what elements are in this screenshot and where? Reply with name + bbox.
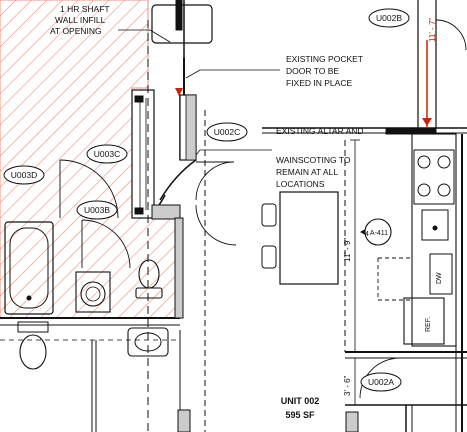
dimension-top-right: 11' - 7" bbox=[428, 18, 437, 42]
door-tag-u002b: U002B bbox=[376, 13, 402, 23]
section-marker-ref: A-411 bbox=[370, 230, 388, 237]
toilet bbox=[135, 259, 163, 299]
door-tag-u002c: U002C bbox=[214, 127, 240, 137]
door-swing-top-right bbox=[435, 19, 467, 51]
room-label-area: 595 SF bbox=[285, 410, 315, 420]
note-altar-2: WAINSCOTING TO bbox=[276, 155, 351, 165]
dimension-mid: 11' - 9" bbox=[343, 238, 352, 262]
bathtub bbox=[4, 221, 54, 315]
door-tag-shapes bbox=[3, 8, 410, 392]
note-shaft-3: AT OPENING bbox=[50, 26, 102, 36]
appliance-dw: DW bbox=[436, 272, 443, 284]
sink-round bbox=[75, 271, 111, 313]
note-pocket-2: DOOR TO BE bbox=[286, 66, 339, 76]
door-tag-u003d: U003D bbox=[11, 170, 37, 180]
note-pocket-1: EXISTING POCKET bbox=[286, 54, 363, 64]
note-shaft-1: 1 HR SHAFT bbox=[60, 4, 110, 14]
leader-lines bbox=[118, 29, 280, 156]
door-swing-u002a bbox=[359, 357, 401, 399]
lower-left-fixtures bbox=[17, 321, 169, 370]
note-altar-4: LOCATIONS bbox=[276, 179, 325, 189]
appliance-ref: REF. bbox=[425, 317, 432, 332]
section-marker-num: 4 bbox=[365, 231, 369, 238]
dining-table bbox=[261, 191, 339, 285]
door-swing-bath bbox=[59, 159, 131, 269]
note-shaft-2: WALL INFILL bbox=[55, 15, 106, 25]
dimension-lines bbox=[350, 139, 360, 406]
door-tag-u003b: U003B bbox=[84, 205, 110, 215]
note-altar-1: EXISTING ALTAR AND bbox=[276, 126, 364, 136]
section-marker bbox=[360, 218, 392, 246]
kitchen-counter bbox=[377, 133, 457, 347]
door-tag-u003c: U003C bbox=[94, 149, 120, 159]
red-markup-line bbox=[175, 40, 432, 128]
door-tag-u002a: U002A bbox=[368, 377, 394, 387]
note-altar-3: REMAIN AT ALL bbox=[276, 167, 338, 177]
door-swing-u002c bbox=[195, 161, 237, 246]
note-pocket-3: FIXED IN PLACE bbox=[286, 78, 352, 88]
dimension-lower: 3' - 6" bbox=[343, 375, 352, 396]
room-label-name: UNIT 002 bbox=[281, 396, 320, 406]
